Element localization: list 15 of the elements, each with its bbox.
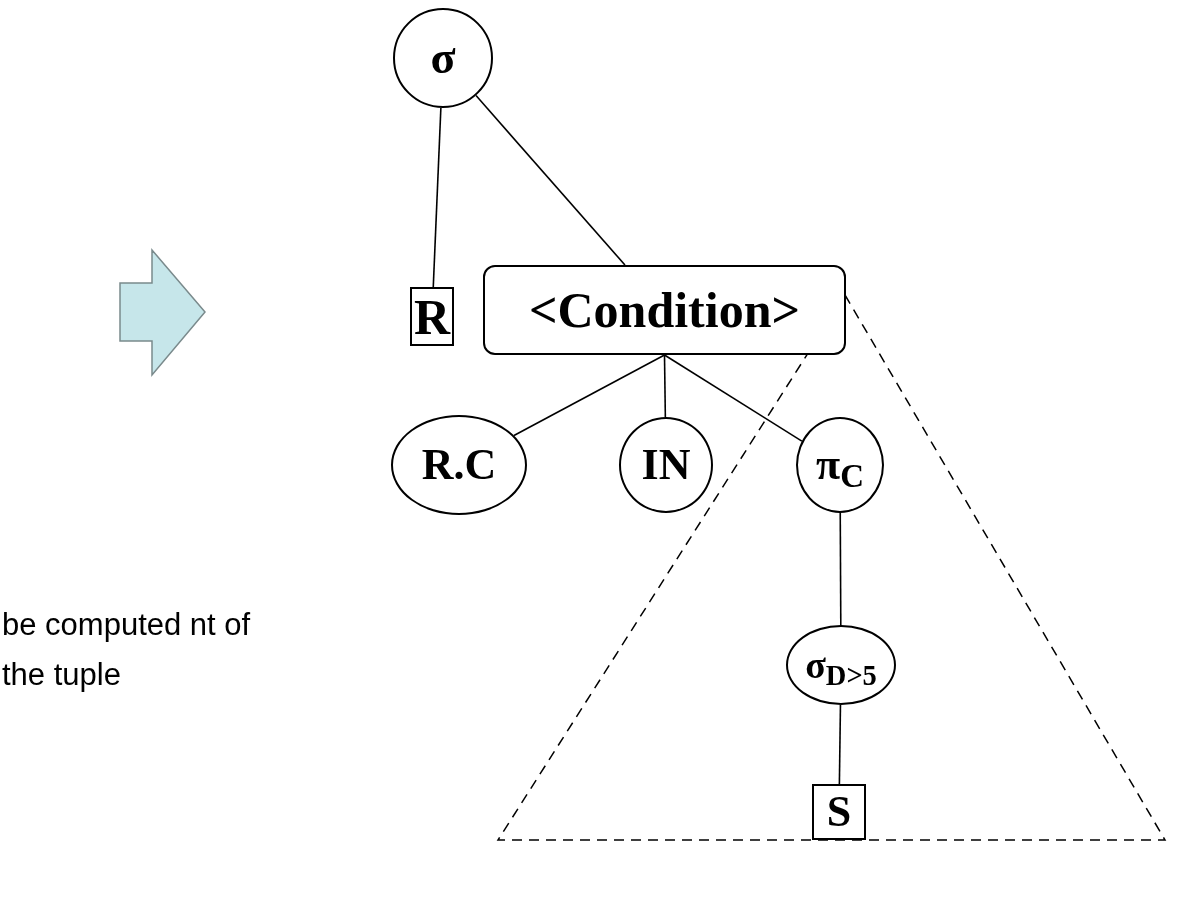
tree-edge <box>663 354 803 442</box>
operator-ellipse: σ <box>393 8 493 108</box>
note-text: be computed nt of the tuple <box>2 606 252 694</box>
operator-ellipse: R.C <box>391 415 527 515</box>
relation-box: S <box>812 784 866 840</box>
operator-ellipse: σ$_{D>5}$ <box>786 625 896 705</box>
tree-edge <box>839 512 842 626</box>
operator-ellipse: IN <box>619 417 713 513</box>
tree-edge <box>475 94 626 266</box>
tree-edge <box>432 107 442 288</box>
operator-ellipse: π$_{C}$ <box>796 417 884 513</box>
tree-edge <box>663 354 667 418</box>
relation-box: R <box>410 287 454 346</box>
tree-edge <box>838 704 842 785</box>
condition-box: <Condition> <box>483 265 846 355</box>
